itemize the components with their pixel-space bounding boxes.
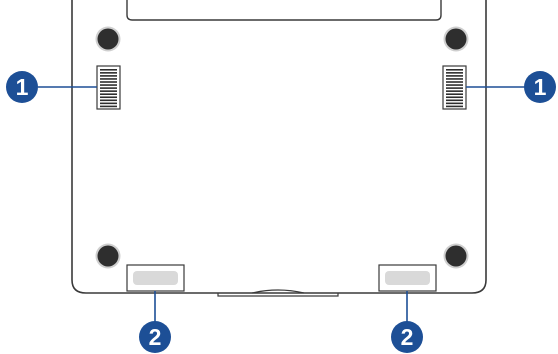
hinge-strip <box>126 0 442 21</box>
vent-slat <box>446 105 463 108</box>
vent-slat <box>446 90 463 92</box>
callout-label: 2 <box>401 324 414 350</box>
vent-slat <box>100 75 117 77</box>
air-vent-left <box>96 65 121 110</box>
vent-slat <box>446 75 463 77</box>
callout-label: 1 <box>16 74 29 100</box>
vent-slat <box>100 90 117 92</box>
vent-slat <box>446 87 463 89</box>
callout-label: 2 <box>149 324 162 350</box>
callout-vent-right: 1 <box>524 71 556 103</box>
vent-slat <box>446 99 463 102</box>
bottom-notch <box>251 289 305 294</box>
air-vent-right <box>442 65 467 110</box>
vent-slat <box>100 93 117 95</box>
vent-slat <box>446 69 463 71</box>
vent-slat <box>100 72 117 74</box>
speaker-grille-right <box>378 264 437 292</box>
callout-vent-left: 1 <box>6 71 38 103</box>
rubber-foot-bottom-right <box>443 243 469 269</box>
vent-slat <box>100 96 117 99</box>
chassis-outline <box>71 0 487 294</box>
vent-slat <box>446 93 463 95</box>
vent-slat <box>100 99 117 102</box>
vent-slat <box>100 69 117 71</box>
vent-slat <box>100 81 117 83</box>
callout-speaker-right: 2 <box>391 321 423 353</box>
vent-slat <box>100 102 117 105</box>
rubber-foot-top-left <box>95 26 121 52</box>
vent-slat <box>446 78 463 80</box>
vent-slat <box>100 84 117 86</box>
vent-slat <box>100 87 117 89</box>
vent-slat <box>446 102 463 105</box>
vent-slat <box>100 105 117 108</box>
bottom-lip <box>217 293 339 297</box>
vent-slat <box>446 96 463 99</box>
rubber-foot-top-right <box>443 26 469 52</box>
vent-slat <box>100 78 117 80</box>
vent-slat <box>446 81 463 83</box>
vent-slat <box>446 72 463 74</box>
rubber-foot-bottom-left <box>95 243 121 269</box>
speaker-grille-left <box>126 264 185 292</box>
callout-label: 1 <box>534 74 547 100</box>
callout-speaker-left: 2 <box>139 321 171 353</box>
vent-slat <box>446 84 463 86</box>
